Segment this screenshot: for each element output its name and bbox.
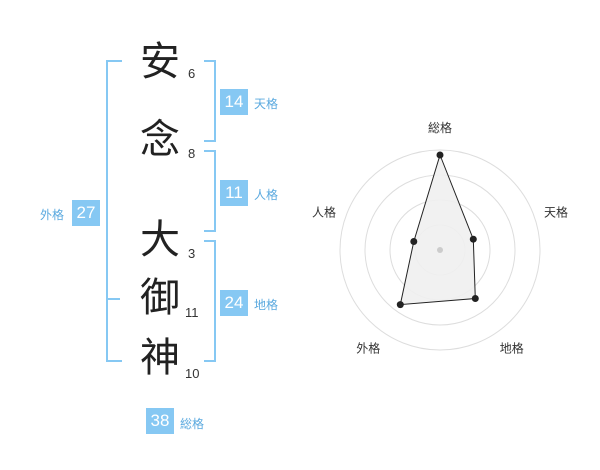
name-char-4: 御	[140, 275, 180, 321]
gaikaku-bracket-tick	[106, 298, 120, 300]
name-char-5: 神	[140, 335, 180, 381]
name-char-1: 安	[140, 39, 180, 85]
radar-point-2	[469, 235, 477, 243]
stroke-count-3: 3	[188, 246, 196, 261]
jinkaku-value-badge: 11	[220, 180, 248, 206]
jinkaku-label: 人格	[254, 188, 279, 202]
soukaku-value-badge: 38	[146, 408, 174, 434]
radar-axis-label-3: 地格	[500, 341, 524, 356]
stroke-count-1: 6	[188, 66, 196, 81]
radar-point-3	[471, 295, 479, 302]
radar-axis-label-4: 外格	[356, 341, 380, 356]
stroke-count-2: 8	[188, 146, 196, 161]
name-char-2: 念	[140, 117, 180, 163]
radar-polygon	[399, 153, 476, 306]
chikaku-value-badge: 24	[220, 290, 248, 316]
radar-axis-label-2: 天格	[544, 204, 568, 219]
radar-center-dot	[437, 247, 443, 253]
radar-ring	[339, 149, 541, 351]
stroke-count-4: 11	[185, 305, 199, 320]
stroke-count-5: 10	[185, 366, 200, 381]
radar-point-1	[436, 151, 444, 159]
radar-point-4	[396, 301, 404, 309]
gaikaku-bracket	[106, 60, 122, 362]
gaikaku-value-badge: 27	[72, 200, 100, 226]
chikaku-label: 地格	[254, 298, 279, 312]
tenkaku-label: 天格	[254, 97, 279, 111]
chikaku-bracket	[204, 240, 216, 362]
jinkaku-bracket	[204, 150, 216, 232]
tenkaku-value-badge: 14	[220, 89, 248, 115]
soukaku-label: 総格	[180, 417, 205, 431]
tenkaku-bracket	[204, 60, 216, 142]
radar-axis-label-1: 総格	[428, 120, 452, 135]
name-char-3: 大	[140, 217, 180, 263]
gaikaku-label: 外格	[40, 208, 65, 222]
radar-axis-label-5: 人格	[312, 204, 336, 219]
radar-point-5	[410, 238, 418, 245]
